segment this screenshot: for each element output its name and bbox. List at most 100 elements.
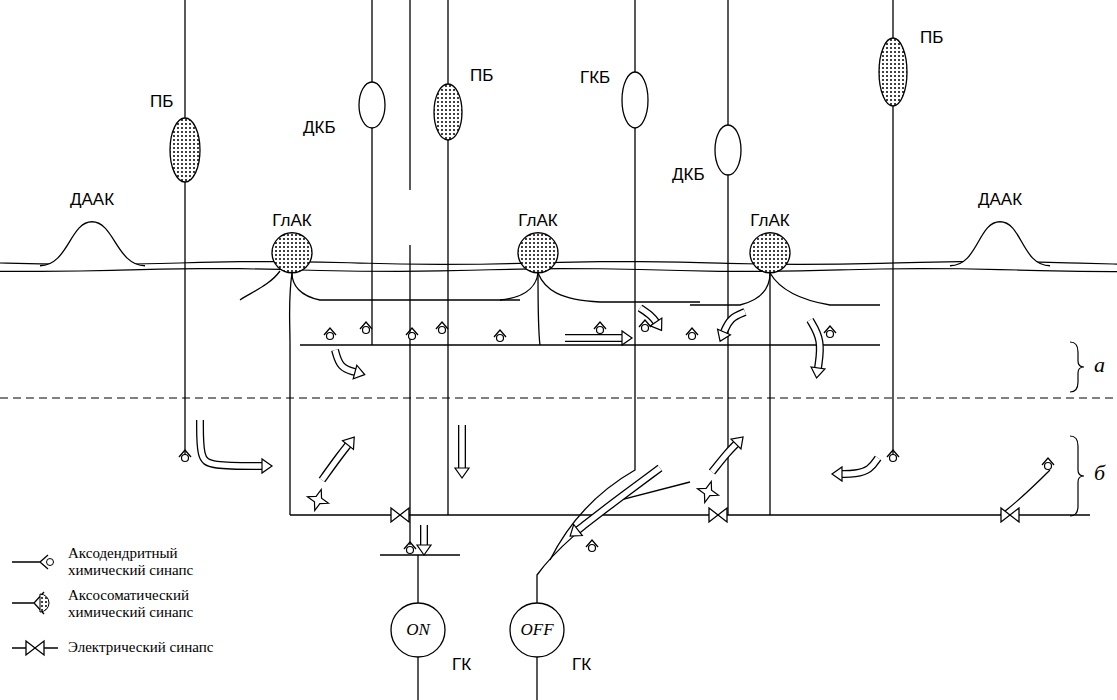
signal-arrow [458, 425, 466, 468]
axodendritic-synapse [327, 333, 334, 340]
signal-arrowhead [832, 467, 842, 481]
signal-arrow [420, 525, 428, 545]
legend-text: Аксосоматический химический синапс [68, 587, 228, 620]
cell-body [715, 125, 741, 175]
electrical-synapse [26, 641, 44, 655]
neuron-cell: ГлАК [516, 209, 560, 275]
signal-arrowhead [353, 365, 364, 379]
cell-body [40, 222, 145, 266]
cell-label: ПБ [150, 92, 173, 112]
neuron-cell: ON ГК [389, 601, 473, 677]
signal-arrow [810, 320, 820, 368]
signal-arrow [578, 468, 660, 530]
neuron-cell: ГКБ [578, 66, 650, 130]
cell-body [510, 603, 564, 657]
cell-body [359, 82, 385, 128]
neuron-cell: ГлАК [748, 209, 792, 275]
cell-body [170, 118, 200, 182]
neuron-process [690, 273, 770, 305]
signal-arrowhead [570, 524, 582, 536]
neuron-process [371, 0, 372, 82]
signal-arrowhead [262, 459, 272, 473]
signal-arrowhead [343, 437, 355, 449]
neuron-process [409, 0, 410, 190]
signal-arrow [335, 350, 355, 372]
neuron-process [184, 182, 185, 458]
cell-body [750, 233, 790, 273]
axodendritic-synapse [409, 333, 416, 340]
neuron-process [500, 273, 538, 300]
cell-label: ON [406, 620, 430, 640]
axodendritic-synapse [597, 327, 604, 334]
neuron-cell: ДААК [38, 188, 147, 268]
neuron-cell: ДКБ [670, 123, 743, 187]
layer-label: б [1094, 460, 1105, 486]
signal-arrow [565, 334, 622, 342]
signal-arrowhead [455, 468, 469, 478]
legend-symbol [12, 555, 48, 569]
layer-label: а [1094, 352, 1105, 378]
cell-label: ДКБ [672, 165, 705, 185]
axodendritic-synapse [1045, 463, 1052, 470]
cell-body [879, 38, 907, 106]
cell-body [518, 233, 558, 273]
neuron-process [769, 273, 770, 515]
cell-label: ГлАК [750, 211, 789, 231]
signal-arrow [640, 308, 656, 322]
signal-arrow [322, 445, 348, 480]
neuron-process [447, 0, 448, 84]
neuron-process [290, 273, 293, 515]
signal-arrow [712, 444, 736, 472]
neuron-process [184, 0, 185, 118]
signal-arrowhead [718, 329, 731, 341]
signal-arrowhead [417, 545, 431, 555]
legend-text: Электрический синапс [68, 639, 213, 656]
signal-arrow [565, 335, 622, 340]
cell-label: ДААК [70, 190, 114, 210]
cell-label: ГК [572, 655, 591, 675]
neuron-process [300, 344, 880, 345]
neuron-process [417, 555, 418, 603]
cell-label: OFF [520, 620, 553, 640]
neuron-process [380, 554, 460, 555]
axodendritic-synapse [439, 327, 446, 334]
neuron-process [536, 657, 537, 700]
neuron-process [538, 273, 700, 302]
electrical-synapse [1001, 508, 1019, 522]
cell-body [434, 84, 462, 140]
neuron-process [727, 0, 728, 125]
neuron-process [240, 271, 280, 300]
neuron-cell: ГлАК [270, 209, 314, 275]
cell-label: ГК [452, 655, 471, 675]
axodendritic-synapse [890, 455, 897, 462]
signal-arrow [724, 312, 745, 332]
axodendritic-synapse [182, 455, 189, 462]
signal-arrow [842, 458, 878, 474]
signal-arrow [578, 468, 660, 530]
neuron-cell: OFF ГК [508, 601, 593, 677]
ribbon-synapse [697, 481, 718, 502]
axodendritic-synapse [497, 335, 504, 342]
legend-symbol [40, 594, 49, 612]
signal-arrow [200, 420, 262, 466]
legend-symbol [47, 559, 54, 566]
neuron-cell: ПБ [148, 90, 202, 184]
neuron-cell: ДКБ [301, 80, 387, 140]
neuron-process [892, 0, 893, 38]
electrical-synapse [391, 508, 409, 522]
axodendritic-synapse [363, 327, 370, 334]
neuron-process [417, 657, 418, 700]
signal-arrow [322, 445, 348, 480]
cell-label: ДКБ [303, 118, 336, 138]
axodendritic-synapse [689, 333, 696, 340]
legend-symbol [12, 592, 44, 614]
neuron-process [770, 273, 880, 305]
neuron-cell: ПБ [877, 26, 945, 108]
signal-arrow [200, 420, 262, 466]
layer-brace [1070, 342, 1084, 392]
signal-arrow [810, 320, 820, 368]
axodendritic-synapse [827, 331, 834, 338]
signal-arrowhead [731, 437, 743, 449]
axodendritic-synapse [589, 545, 596, 552]
cell-label: ПБ [920, 28, 943, 48]
